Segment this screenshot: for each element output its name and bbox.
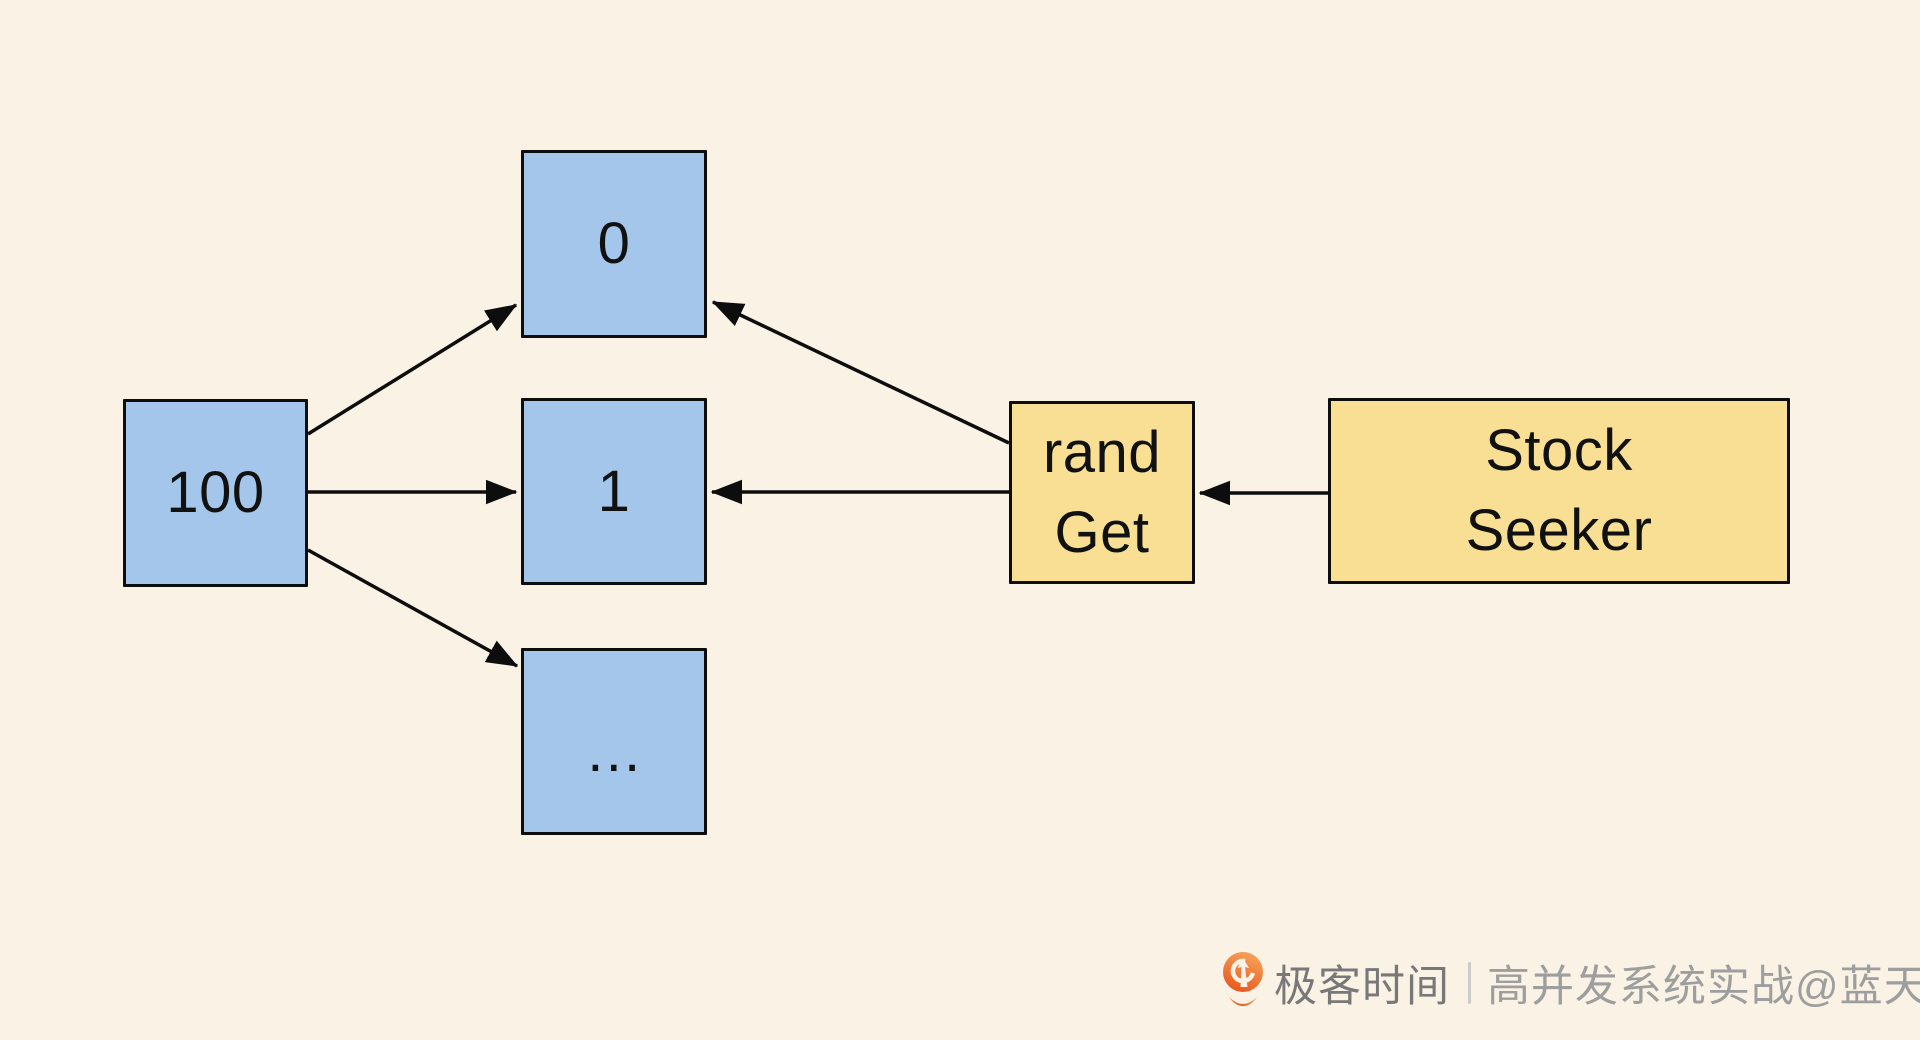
node-rand-get-line1: rand bbox=[1042, 419, 1162, 485]
geektime-logo-icon bbox=[1223, 952, 1263, 1006]
node-stock-100-label: 100 bbox=[166, 460, 265, 525]
node-bucket-1-label: 1 bbox=[597, 458, 631, 524]
watermark-brand: 极客时间 bbox=[1274, 963, 1450, 1011]
watermark-credit: 高并发系统实战@蓝天 bbox=[1487, 963, 1920, 1011]
node-bucket-0: 0 bbox=[521, 150, 707, 338]
watermark-divider bbox=[1468, 962, 1471, 1004]
node-bucket-1: 1 bbox=[521, 398, 707, 585]
arrow-randget-to-0 bbox=[711, 300, 1010, 445]
watermark: 极客时间 高并发系统实战@蓝天 bbox=[1222, 950, 1920, 1016]
node-stock-seeker-line2: Seeker bbox=[1465, 498, 1653, 563]
node-stock-seeker: Stock Seeker bbox=[1328, 398, 1790, 584]
arrow-100-to-more bbox=[307, 548, 519, 668]
arrow-100-to-0 bbox=[307, 303, 518, 436]
node-bucket-0-label: 0 bbox=[597, 211, 631, 276]
node-bucket-ellipsis-label: … bbox=[584, 718, 644, 784]
node-bucket-ellipsis: … bbox=[521, 648, 707, 835]
node-stock-seeker-line1: Stock bbox=[1485, 418, 1633, 483]
node-rand-get: rand Get bbox=[1009, 401, 1195, 584]
node-stock-100: 100 bbox=[123, 399, 308, 587]
node-rand-get-line2: Get bbox=[1054, 499, 1150, 565]
